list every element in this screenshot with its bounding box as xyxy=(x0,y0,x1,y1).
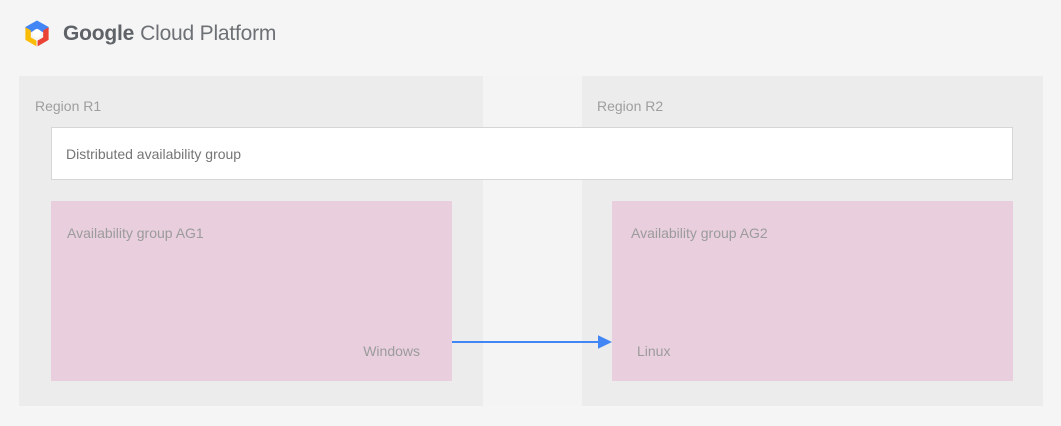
os-label-linux: Linux xyxy=(637,343,671,359)
availability-group-title-ag2: Availability group AG2 xyxy=(631,225,768,241)
google-cloud-platform-hexagon-icon xyxy=(25,20,49,47)
region-label-r2: Region R2 xyxy=(597,98,664,114)
availability-group-title-ag1: Availability group AG1 xyxy=(67,225,204,241)
distributed-availability-group-label: Distributed availability group xyxy=(66,145,242,162)
availability-group-box-ag1: Availability group AG1 Windows xyxy=(51,201,452,381)
os-label-windows: Windows xyxy=(363,343,420,359)
brand-secondary-text: Cloud Platform xyxy=(140,21,277,45)
availability-group-box-ag2: Availability group AG2 Linux xyxy=(612,201,1013,381)
replication-arrow-icon xyxy=(452,335,612,349)
brand-primary-text: Google xyxy=(63,21,135,45)
architecture-diagram: Region R1 Region R2 Distributed availabi… xyxy=(0,60,1061,426)
distributed-availability-group-box: Distributed availability group xyxy=(51,127,1013,180)
region-label-r1: Region R1 xyxy=(35,98,102,114)
